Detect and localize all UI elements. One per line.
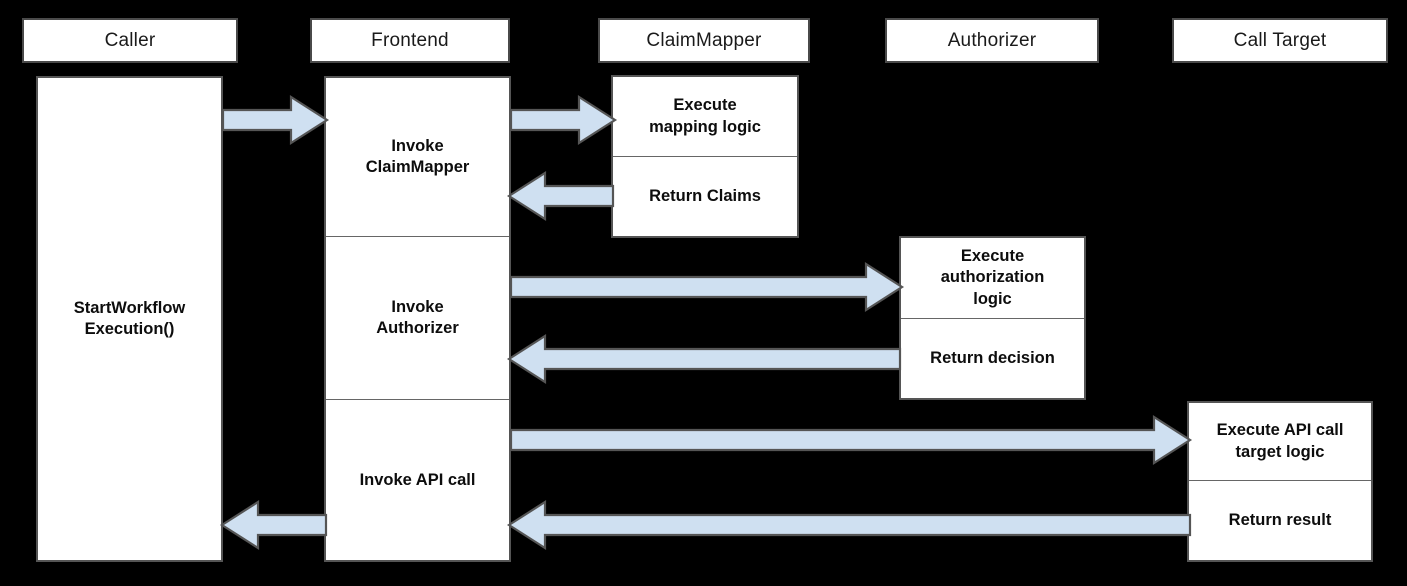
lane-header-frontend[interactable]: Frontend [310,18,510,63]
message-arrow-return-claims [506,170,615,222]
message-arrow-invoke-authorizer [509,261,905,313]
message-arrow-return-result [506,499,1192,551]
lane-header-caller[interactable]: Caller [22,18,238,63]
message-arrow-return-decision [506,333,902,385]
activation-cell-return-decision: Return decision [901,317,1084,398]
lane-header-authorizer[interactable]: Authorizer [885,18,1099,63]
lane-header-label: Authorizer [947,29,1037,51]
activation-cell-return-result: Return result [1189,480,1371,560]
lane-header-label: Frontend [371,29,449,51]
message-arrow-invoke-claimmapper [509,94,618,146]
activation-cell-return-claims: Return Claims [613,156,797,236]
message-arrow-return-to-caller [219,499,328,551]
message-arrow-invoke-api-call [509,414,1193,466]
lane-header-label: Call Target [1233,29,1327,51]
lane-header-call-target[interactable]: Call Target [1172,18,1388,63]
lane-header-label: ClaimMapper [646,29,762,51]
lane-header-claimmapper[interactable]: ClaimMapper [598,18,810,63]
message-arrow-start-workflow [221,94,330,146]
lane-header-label: Caller [104,29,156,51]
activation-cell-invoke-api-call: Invoke API call [326,399,509,560]
